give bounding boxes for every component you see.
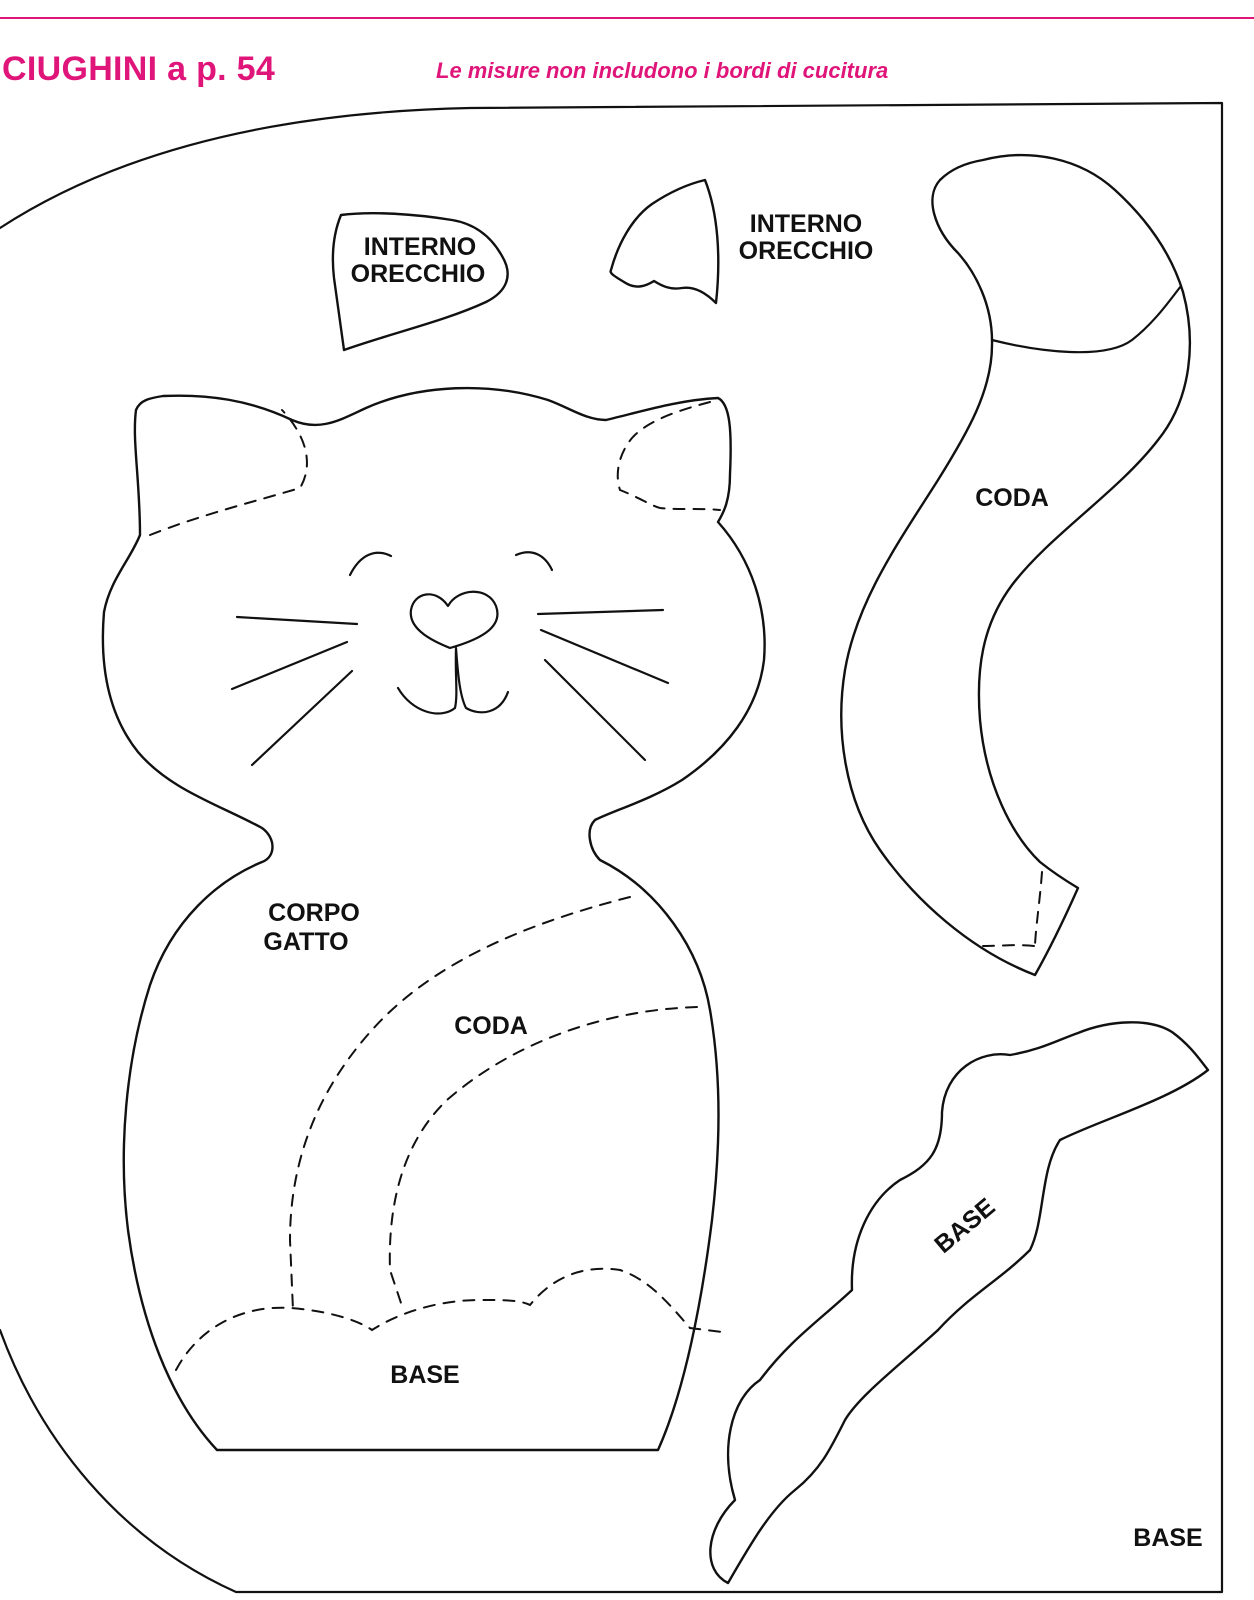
- body-tail-seam-inner: [388, 1006, 698, 1310]
- body-label-2: GATTO: [263, 928, 348, 956]
- tail-end-stitch-1: [1034, 871, 1043, 946]
- whisker-left-2: [230, 640, 349, 691]
- ear-seam-right: [616, 401, 721, 511]
- whisker-left-1: [235, 615, 359, 626]
- tail-piece: CODA: [840, 153, 1191, 977]
- nose-heart: [409, 590, 499, 650]
- ear-interior-right-label-1: INTERNO: [750, 210, 863, 238]
- base-piece: BASE: [709, 1021, 1210, 1585]
- tail-tip-line: [990, 284, 1183, 354]
- page-subtitle: Le misure non includono i bordi di cucit…: [436, 58, 889, 83]
- tail-outline: [840, 153, 1191, 977]
- body-tail-label: CODA: [454, 1012, 528, 1040]
- ear-interior-right-label-2: ORECCHIO: [739, 237, 874, 265]
- tail-end-stitch-2: [982, 944, 1035, 947]
- whisker-right-2: [539, 628, 670, 685]
- ear-interior-left-label-1: INTERNO: [364, 233, 477, 261]
- cat-body-piece: CORPO GATTO CODA BASE: [101, 386, 766, 1452]
- body-base-seam: [175, 1267, 723, 1371]
- corner-base-label: BASE: [1133, 1524, 1202, 1552]
- mouth: [396, 646, 510, 715]
- ear-interior-left-outline: [331, 212, 509, 352]
- ear-interior-right: INTERNO ORECCHIO: [609, 178, 874, 305]
- ear-interior-left-label-2: ORECCHIO: [351, 260, 486, 288]
- whisker-right-3: [543, 658, 647, 762]
- ear-interior-left: INTERNO ORECCHIO: [331, 212, 509, 352]
- page-title: CIUGHINI a p. 54: [2, 50, 276, 88]
- top-rule: [0, 17, 1254, 19]
- tail-label: CODA: [975, 484, 1049, 512]
- ear-seam-left: [149, 409, 308, 536]
- eye-right: [514, 551, 554, 572]
- body-tail-seam-outer: [288, 896, 631, 1311]
- body-label-1: CORPO: [268, 899, 360, 927]
- whisker-right-1: [536, 608, 665, 616]
- base-piece-outline: [709, 1021, 1210, 1585]
- cat-body-outline: [101, 386, 766, 1452]
- sheet-frame: [0, 101, 1224, 1594]
- whisker-left-3: [250, 669, 354, 767]
- body-base-label: BASE: [390, 1361, 459, 1389]
- ear-interior-right-outline: [609, 178, 720, 305]
- eye-left: [348, 551, 393, 577]
